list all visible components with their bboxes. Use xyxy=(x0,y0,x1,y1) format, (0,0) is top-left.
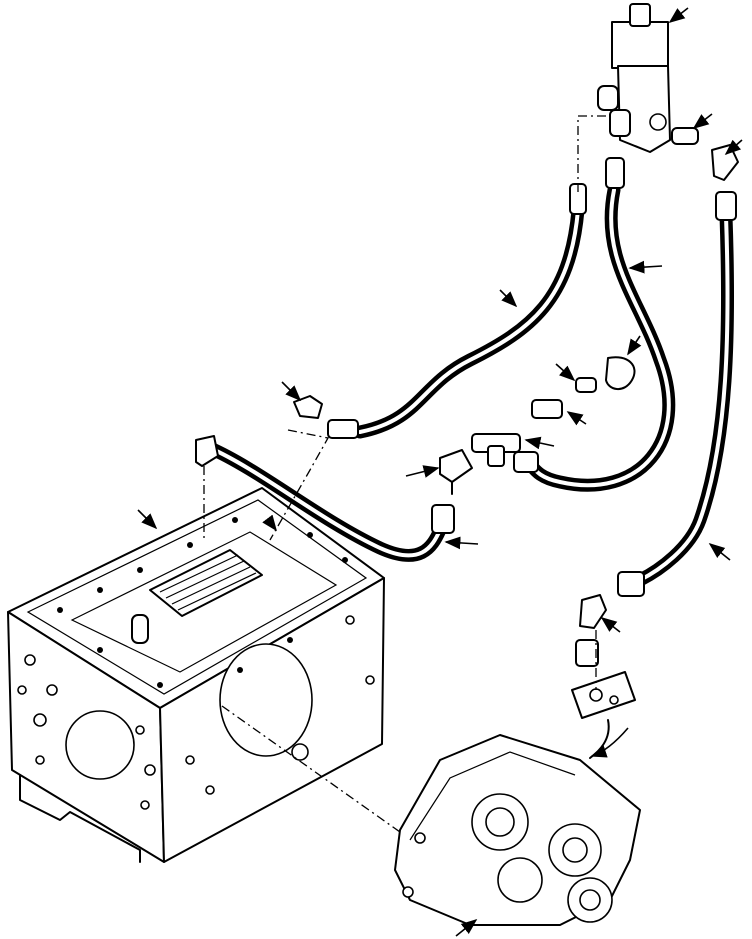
callout-arrow xyxy=(627,335,642,356)
pump-port-plate xyxy=(571,639,636,759)
hose-vertical xyxy=(327,183,587,439)
callout-arrow xyxy=(708,543,731,561)
block-fitting xyxy=(439,449,473,495)
hose-center xyxy=(513,157,676,492)
adapter-small xyxy=(575,377,597,393)
callout-arrow xyxy=(590,727,629,758)
centerlines xyxy=(203,115,606,833)
adapter-medium xyxy=(531,399,563,419)
callout-arrow xyxy=(281,381,302,402)
valve-bank xyxy=(131,549,263,644)
hose-long-right xyxy=(617,191,737,597)
elbow-fitting-left xyxy=(293,395,323,419)
callout-arrow xyxy=(566,411,587,426)
clip-bracket xyxy=(605,356,636,390)
callout-arrow xyxy=(692,113,713,129)
callout-arrow xyxy=(600,617,621,633)
callout-arrow xyxy=(455,919,478,937)
callout-arrow xyxy=(262,514,277,532)
callout-arrow xyxy=(137,509,158,530)
elbow-fitting-right xyxy=(711,144,739,181)
pump-elbow xyxy=(579,594,607,629)
control-valve-top xyxy=(597,3,671,153)
callout-arrows xyxy=(137,7,743,937)
callout-arrow xyxy=(444,536,479,550)
callout-arrow xyxy=(724,139,743,156)
transmission-housing xyxy=(7,487,385,863)
callout-arrow xyxy=(524,436,555,450)
callout-arrow xyxy=(628,260,663,274)
callout-arrow xyxy=(405,465,440,478)
pump-assembly xyxy=(394,734,641,926)
adapter-fitting-right xyxy=(671,127,699,145)
hose-lower-left xyxy=(195,435,455,562)
callout-arrow xyxy=(499,289,518,308)
tee-fitting xyxy=(471,433,521,467)
callout-arrow xyxy=(668,7,689,23)
callout-arrow xyxy=(555,363,576,382)
